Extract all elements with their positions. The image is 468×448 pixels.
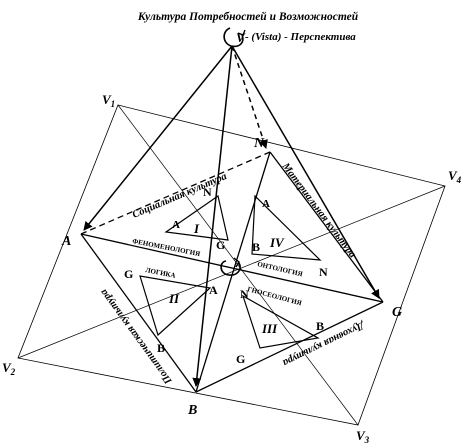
apex-caption: - (Vista) - Перспектива <box>245 31 356 43</box>
diagram-title: Культура Потребностей и Возможностей <box>137 10 359 23</box>
apex-label: V <box>236 30 246 45</box>
quadrant-3-numeral: III <box>261 321 278 336</box>
quadrant-3-corner-bottom: G <box>236 352 245 366</box>
svg-text:V1: V1 <box>102 92 115 109</box>
quadrant-4-corner-right: N <box>319 265 328 279</box>
vertex-n: N <box>253 136 265 151</box>
quadrant-3-name: ГНОСЕОЛОГИЯ <box>246 285 302 307</box>
vertex-b: B <box>187 403 197 418</box>
vertex-a: A <box>61 234 71 249</box>
quadrant-1-corner-top: N <box>203 185 212 199</box>
outer-vertex-v1: V1 <box>102 92 115 109</box>
outer-vertex-v3: V3 <box>356 428 370 445</box>
quadrant-4-numeral: IV <box>269 235 285 250</box>
quadrant-2-corner-bottom: B <box>157 341 165 355</box>
quadrant-2-corner-right: A <box>209 283 218 297</box>
quadrant-3-corner-right: B <box>316 319 324 333</box>
outer-square <box>17 104 446 426</box>
outer-vertex-v4: V4 <box>448 168 462 185</box>
edge-label-political: Политическая культура <box>98 287 175 387</box>
apex-rotation-icon <box>223 27 246 48</box>
outer-vertex-v2: V2 <box>2 360 16 377</box>
quadrant-2-corner-top: G <box>124 267 133 281</box>
quadrant-1-corner-right: G <box>216 238 225 252</box>
quadrant-triangles <box>139 194 322 349</box>
quadrant-1-corner-left: A <box>172 219 180 231</box>
quadrant-3-corner-top: N <box>240 287 249 301</box>
edge-label-material: Материальная культура <box>279 160 358 260</box>
svg-text:V3: V3 <box>356 428 370 445</box>
apex-edges <box>83 45 380 387</box>
svg-text:V4: V4 <box>448 168 462 185</box>
center-rotation-icon <box>220 257 241 276</box>
quadrant-1-numeral: I <box>193 221 200 236</box>
vertex-g: G <box>392 305 402 320</box>
quadrant-4-corner-left: B <box>252 240 260 254</box>
outer-diagonals <box>17 104 446 426</box>
quadrant-2-numeral: II <box>168 291 180 306</box>
quadrant-4-corner-top: A <box>262 198 270 210</box>
base-square <box>80 151 384 393</box>
svg-text:V2: V2 <box>2 360 16 377</box>
